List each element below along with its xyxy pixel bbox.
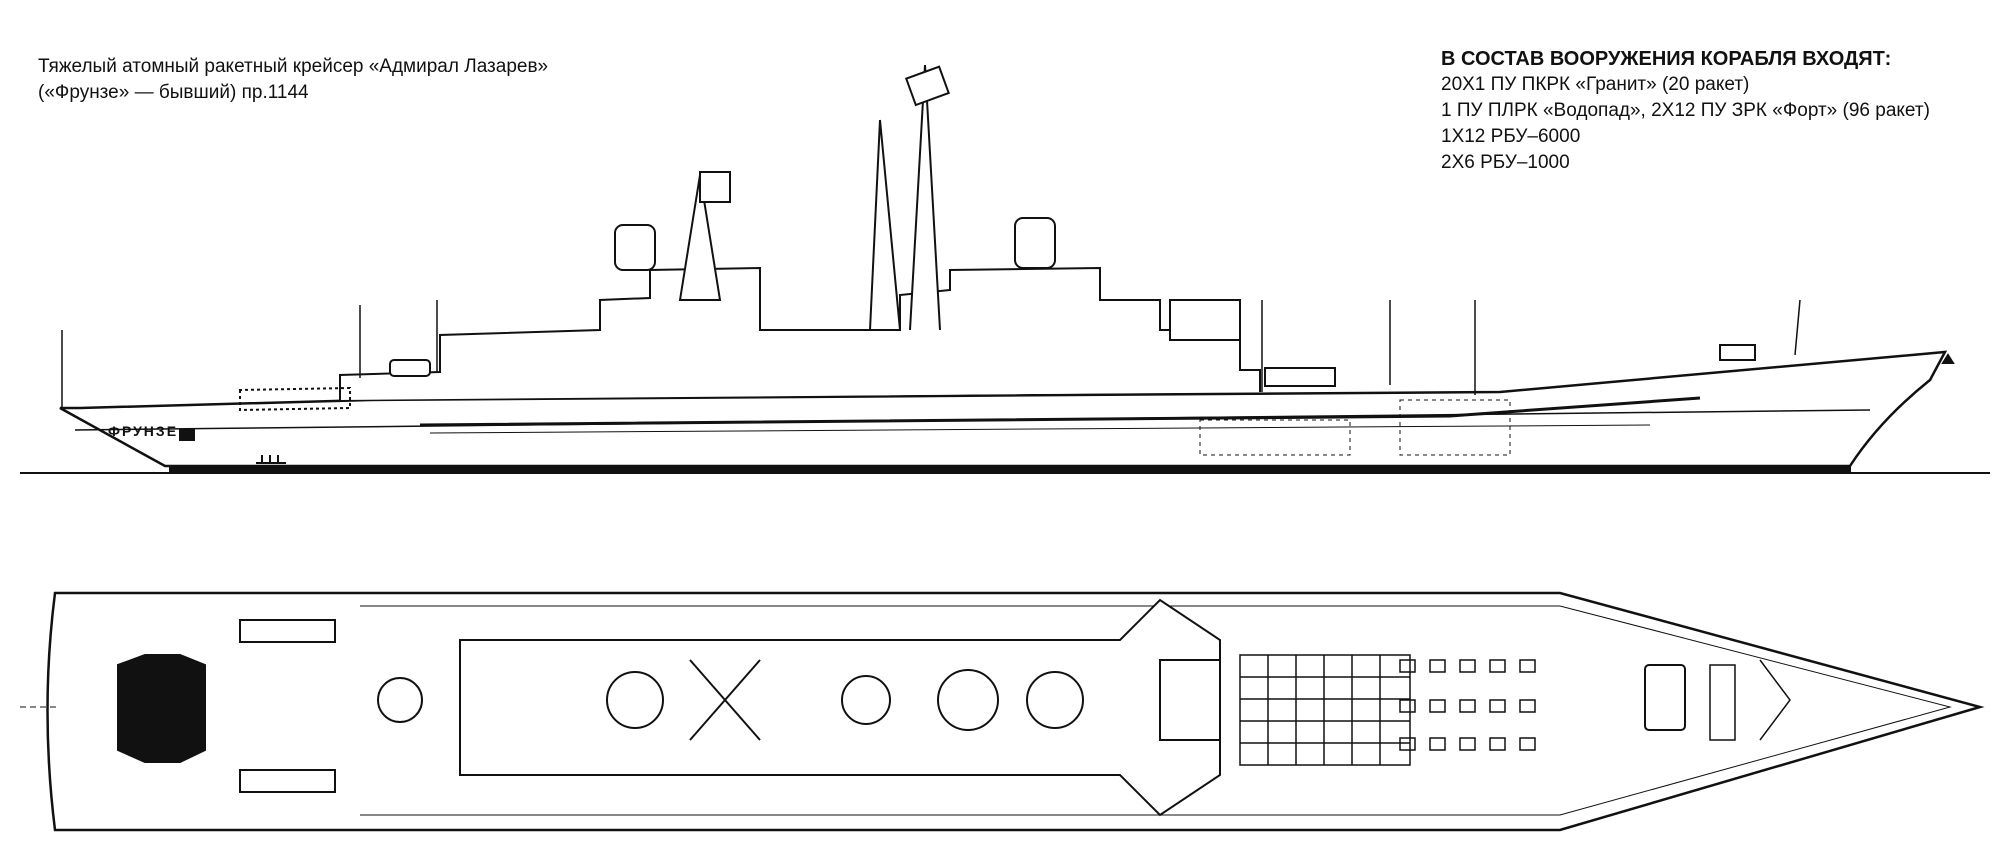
armament-item: 20Х1 ПУ ПКРК «Гранит» (20 ракет)	[1441, 74, 1750, 95]
hangar-hatch	[239, 619, 336, 643]
granit-launchers	[1239, 654, 1411, 766]
radar-antenna	[904, 65, 950, 107]
radar-dome-plan	[1026, 671, 1084, 729]
fore-mast	[678, 174, 722, 301]
side-profile: ФРУНЗЕ	[20, 64, 1990, 474]
bow-star-icon	[1941, 353, 1955, 364]
fort-launchers	[1399, 659, 1536, 751]
hull-name: ФРУНЗЕ	[108, 423, 178, 439]
armament-item: 1Х12 РБУ–6000	[1441, 126, 1581, 147]
helipad	[117, 654, 206, 763]
caption-line-1: Тяжелый атомный ракетный крейсер «Адмира…	[38, 56, 549, 77]
hangar-hatch	[239, 769, 336, 793]
armament-item: 2Х6 РБУ–1000	[1441, 152, 1570, 173]
superstructure	[339, 266, 1261, 400]
plan-view	[20, 591, 1985, 832]
armament-list: В СОСТАВ ВООРУЖЕНИЯ КОРАБЛЯ ВХОДЯТ: 20Х1…	[1441, 46, 1930, 176]
armament-item: 1 ПУ ПЛРК «Водопад», 2Х12 ПУ ЗРК «Форт» …	[1441, 100, 1930, 121]
armament-heading: В СОСТАВ ВООРУЖЕНИЯ КОРАБЛЯ ВХОДЯТ:	[1441, 48, 1892, 70]
caption-line-2: («Фрунзе» — бывший) пр.1144	[38, 82, 309, 103]
drawing-caption: Тяжелый атомный ракетный крейсер «Адмира…	[38, 54, 548, 106]
gun-mount	[377, 677, 423, 723]
hull-side	[59, 350, 1948, 468]
radar-dome	[1014, 217, 1056, 269]
radar-dome	[614, 224, 656, 271]
gun-turret	[389, 359, 431, 377]
radar-dome-plan	[606, 671, 664, 729]
main-mast	[868, 64, 941, 331]
